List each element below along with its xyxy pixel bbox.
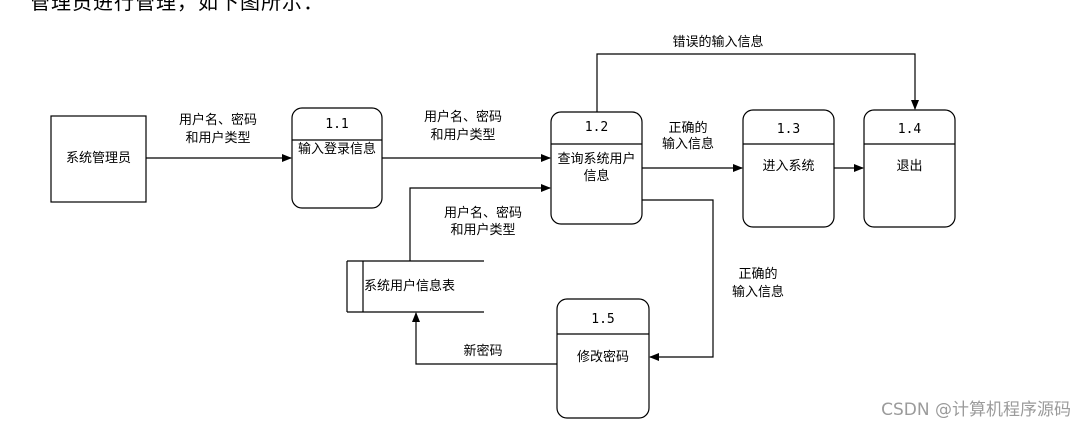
cut-off-heading: 管理员进行管理，如下图所示： (30, 0, 324, 14)
flow-label-1-1-1-2-line1: 用户名、密码 (423, 110, 502, 125)
process-1-1-number: 1.1 (325, 117, 349, 132)
process-1-4 (863, 109, 956, 228)
flow-1-5-to-store (412, 312, 557, 365)
flow-label-1-2-1-4: 错误的输入信息 (672, 35, 764, 50)
process-1-3-number: 1.3 (776, 122, 801, 137)
csdn-watermark: CSDN @计算机程序源码 (881, 400, 1071, 420)
process-1-5-number: 1.5 (591, 312, 615, 327)
flow-store-to-1-2 (409, 184, 551, 261)
process-1-3-label: 进入系统 (762, 159, 815, 174)
admin-entity-label: 系统管理员 (65, 151, 131, 166)
process-1-2-number: 1.2 (584, 120, 609, 135)
flow-1-2-to-1-5 (642, 199, 714, 361)
flow-label-1-2-1-3-line2: 输入信息 (661, 137, 714, 152)
flow-label-1-2-1-5-line1: 正确的 (738, 267, 778, 282)
process-1-1-label: 输入登录信息 (297, 142, 376, 157)
admin-entity (50, 115, 147, 203)
flow-label-1-1-1-2-line2: 和用户类型 (430, 128, 496, 143)
flow-label-admin-1-1-line2: 和用户类型 (185, 131, 251, 146)
flow-label-admin-1-1-line1: 用户名、密码 (178, 113, 257, 128)
process-1-4-number: 1.4 (897, 122, 922, 137)
process-1-5-label: 修改密码 (576, 350, 629, 365)
flow-label-1-2-1-3-line1: 正确的 (668, 121, 708, 136)
flow-1-2-to-1-4 (596, 53, 919, 112)
flow-label-1-2-1-5-line2: 输入信息 (731, 285, 784, 300)
process-1-4-label: 退出 (896, 159, 923, 174)
process-1-2-label: 查询系统用户信息 (557, 152, 636, 184)
flow-label-1-5-store: 新密码 (463, 344, 503, 359)
process-1-1 (291, 107, 383, 209)
data-store-label: 系统用户信息表 (364, 279, 456, 294)
flow-label-store-1-2-line1: 用户名、密码 (443, 206, 522, 221)
flow-label-store-1-2-line2: 和用户类型 (450, 223, 516, 238)
